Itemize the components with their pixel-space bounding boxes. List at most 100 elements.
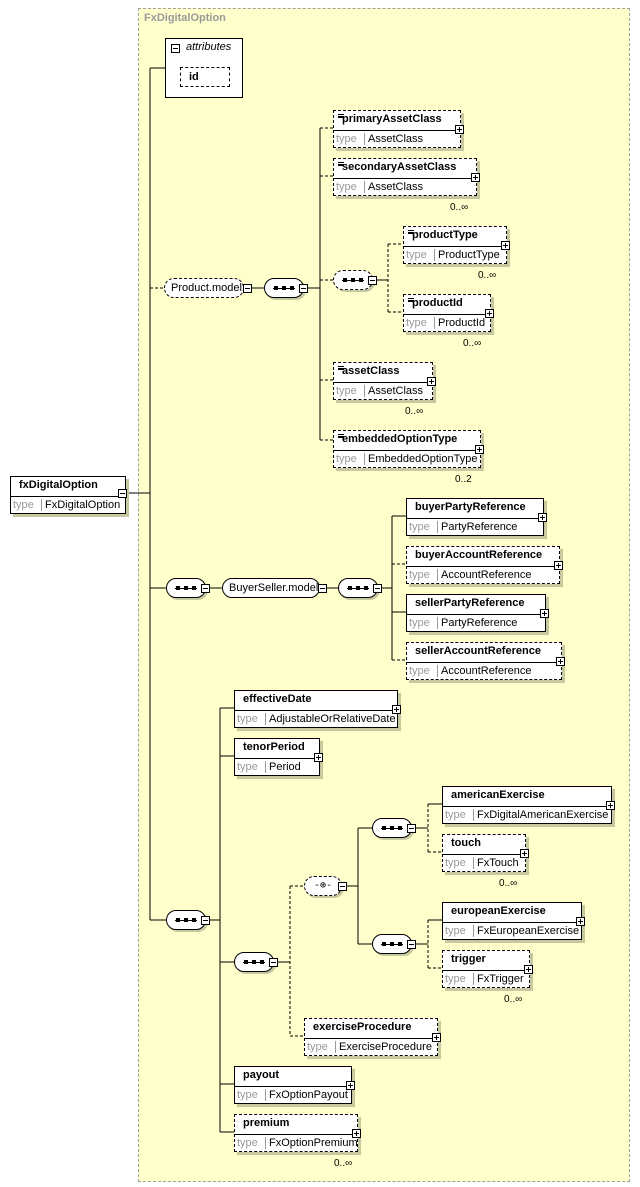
element-name: secondaryAssetClass [342, 161, 457, 173]
expand-icon[interactable] [427, 377, 436, 386]
buyer-seller-model-group[interactable]: BuyerSeller.model [222, 578, 320, 598]
element-name: productId [412, 297, 463, 309]
collapse-icon[interactable] [243, 284, 252, 293]
occurrence-label: 0..∞ [504, 994, 523, 1005]
expand-icon[interactable] [520, 849, 529, 858]
element-type: FxEuropeanExercise [473, 925, 579, 937]
collapse-icon[interactable] [338, 882, 347, 891]
expand-icon[interactable] [606, 801, 615, 810]
occurrence-label: 0..∞ [478, 270, 497, 281]
element-type: ProductType [434, 249, 500, 261]
element-name: sellerPartyReference [415, 597, 525, 609]
collapse-icon[interactable] [201, 916, 210, 925]
expand-icon[interactable] [475, 445, 484, 454]
element-type: FxDigitalAmericanExercise [473, 809, 608, 821]
collapse-icon[interactable] [118, 489, 127, 498]
element-name: buyerPartyReference [415, 501, 526, 513]
sequence-icon [372, 934, 412, 954]
expand-icon[interactable] [432, 1033, 441, 1042]
element-type: AdjustableOrRelativeDate [265, 713, 396, 725]
element-type: FxOptionPremium [265, 1137, 358, 1149]
frame-title: FxDigitalOption [144, 12, 226, 24]
element-name: americanExercise [451, 789, 545, 801]
occurrence-label: 0..∞ [450, 202, 469, 213]
element-type: EmbeddedOptionType [364, 453, 477, 465]
collapse-icon[interactable] [407, 940, 416, 949]
expand-icon[interactable] [485, 309, 494, 318]
product-model-group[interactable]: Product.model [164, 278, 244, 298]
collapse-icon[interactable] [368, 276, 377, 285]
expand-icon[interactable] [501, 241, 510, 250]
element-type: FxTrigger [473, 973, 524, 985]
expand-icon[interactable] [346, 1081, 355, 1090]
element-type: AccountReference [437, 569, 532, 581]
occurrence-label: 0..∞ [499, 878, 518, 889]
expand-icon[interactable] [314, 753, 323, 762]
element-name: assetClass [342, 365, 400, 377]
sequence-icon [166, 910, 206, 930]
expand-icon[interactable] [554, 561, 563, 570]
expand-icon[interactable] [524, 965, 533, 974]
element-type: AccountReference [437, 665, 532, 677]
element-type: ProductId [434, 317, 485, 329]
attributes-box: attributes id [165, 38, 243, 98]
expand-icon[interactable] [576, 917, 585, 926]
expand-icon[interactable] [538, 513, 547, 522]
element-name: embeddedOptionType [342, 433, 458, 445]
collapse-icon[interactable] [201, 584, 210, 593]
expand-icon[interactable] [556, 657, 565, 666]
expand-icon[interactable] [471, 173, 480, 182]
expand-icon[interactable] [540, 609, 549, 618]
collapse-icon[interactable] [171, 44, 180, 53]
element-name: tenorPeriod [243, 741, 305, 753]
collapse-icon[interactable] [407, 824, 416, 833]
element-type: PartyReference [437, 617, 517, 629]
element-type: ExerciseProcedure [335, 1041, 432, 1053]
collapse-icon[interactable] [318, 584, 327, 593]
element-name: payout [243, 1069, 280, 1081]
element-name: trigger [451, 953, 486, 965]
collapse-icon[interactable] [269, 958, 278, 967]
element-type: AssetClass [364, 385, 423, 397]
sequence-icon [234, 952, 274, 972]
element-name: premium [243, 1117, 290, 1129]
element-type: PartyReference [437, 521, 517, 533]
expand-icon[interactable] [352, 1129, 361, 1138]
occurrence-label: 0..∞ [334, 1158, 353, 1169]
collapse-icon[interactable] [373, 584, 382, 593]
element-type: Period [265, 761, 301, 773]
sequence-icon [166, 578, 206, 598]
root-name: fxDigitalOption [19, 479, 98, 491]
collapse-icon[interactable] [299, 284, 308, 293]
expand-icon[interactable] [455, 125, 464, 134]
element-name: exerciseProcedure [313, 1021, 412, 1033]
attribute-id[interactable]: id [180, 67, 230, 87]
element-name: sellerAccountReference [415, 645, 541, 657]
element-name: primaryAssetClass [342, 113, 442, 125]
occurrence-label: 0..∞ [463, 338, 482, 349]
expand-icon[interactable] [392, 705, 401, 714]
element-name: effectiveDate [243, 693, 312, 705]
type-key: type [13, 499, 34, 511]
